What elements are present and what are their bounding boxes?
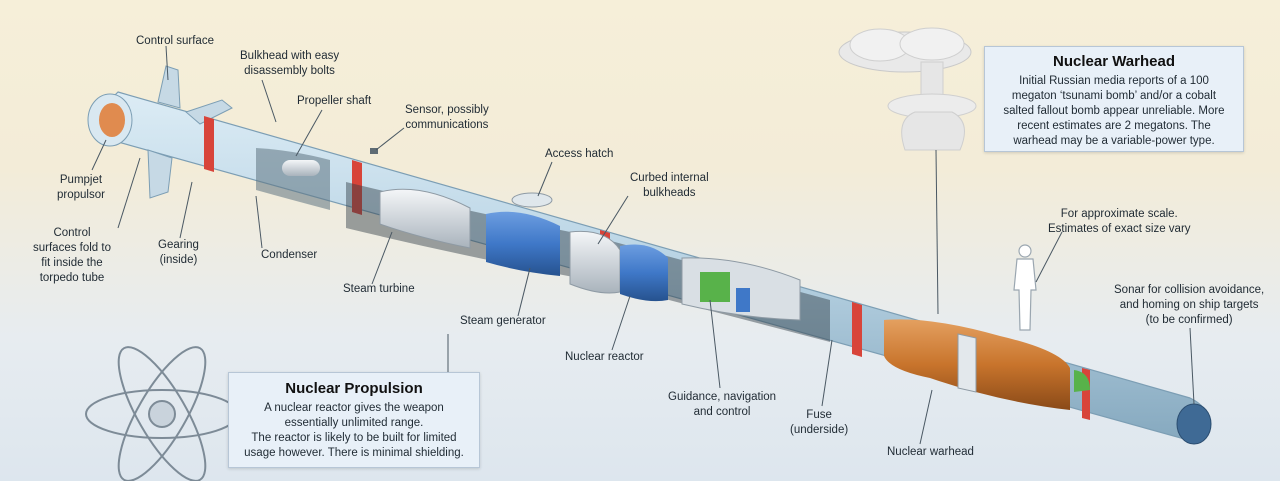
propulsion-box-title: Nuclear Propulsion xyxy=(285,380,423,397)
label-sonar: Sonar for collision avoidance,and homing… xyxy=(1114,284,1265,326)
torpedo-body xyxy=(87,65,1212,445)
label-scale: For approximate scale.Estimates of exact… xyxy=(1048,208,1191,235)
steam-turbine xyxy=(379,188,471,249)
nuclear-reactor xyxy=(620,244,668,302)
label-steam-turbine: Steam turbine xyxy=(343,283,415,295)
label-control-surface: Control surface xyxy=(136,35,214,47)
label-nuclear-warhead: Nuclear warhead xyxy=(887,446,974,458)
nuclear-propulsion-info-box: Nuclear Propulsion A nuclear reactor giv… xyxy=(228,372,480,468)
warhead-box-text: Initial Russian media reports of a 100 m… xyxy=(1003,75,1225,147)
label-nuclear-reactor: Nuclear reactor xyxy=(565,351,644,363)
steam-generator xyxy=(486,211,560,276)
human-silhouette-icon xyxy=(1013,244,1037,331)
atom-icon xyxy=(85,346,239,481)
sonar-nose xyxy=(1176,403,1212,445)
nuclear-warhead-cutaway xyxy=(884,319,1070,410)
condenser xyxy=(256,148,330,210)
label-access-hatch: Access hatch xyxy=(545,148,614,160)
mushroom-cloud-icon xyxy=(838,27,977,151)
label-steam-generator: Steam generator xyxy=(460,315,546,327)
label-gearing: Gearing(inside) xyxy=(158,239,199,266)
access-hatch xyxy=(511,192,553,208)
propulsion-box-text: A nuclear reactor gives the weapon essen… xyxy=(244,402,464,459)
label-condenser: Condenser xyxy=(261,249,318,261)
warhead-box-title: Nuclear Warhead xyxy=(1053,53,1175,70)
label-fuse: Fuse(underside) xyxy=(790,409,849,436)
control-surface-fin xyxy=(157,65,181,109)
label-propeller-shaft: Propeller shaft xyxy=(297,95,372,107)
nuclear-warhead-info-box: Nuclear Warhead Initial Russian media re… xyxy=(984,46,1244,152)
sensor xyxy=(370,148,378,154)
leader-lines xyxy=(91,45,1195,445)
